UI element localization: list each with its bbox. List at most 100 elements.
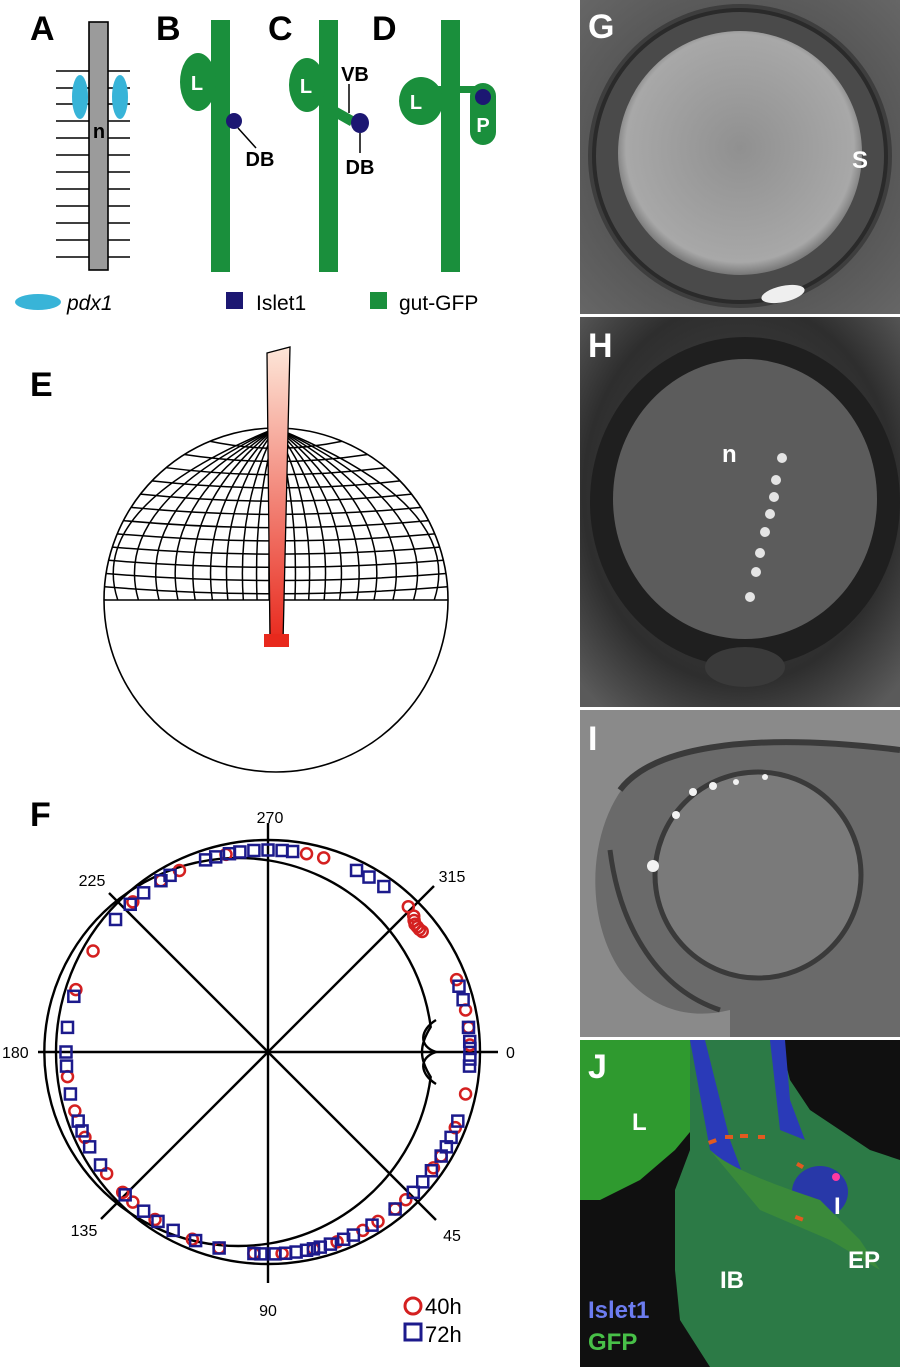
dorsal-bud (226, 113, 242, 129)
tick-315: 315 (439, 869, 466, 886)
photo-h-label-n: n (722, 441, 737, 468)
panel-label-d: D (372, 10, 397, 48)
point-72h-38 (254, 1247, 268, 1261)
point-72h-24 (424, 1163, 439, 1178)
point-72h-54 (67, 989, 81, 1004)
pdx1-domain-left (72, 75, 88, 119)
liver-label: L (191, 73, 203, 95)
point-72h-57 (136, 886, 151, 900)
photo-panel-j: J L I IB EP Islet1 GFP (580, 1040, 900, 1367)
gut-tube (319, 20, 338, 272)
point-72h-56 (123, 897, 137, 912)
liver-bud (180, 53, 216, 111)
panel-label-f: F (30, 796, 51, 834)
point-40h-3 (316, 851, 331, 865)
dorsal-bud-label: DB (346, 157, 375, 179)
liver-connection (436, 86, 476, 93)
embryo-photo-h: H n (580, 317, 900, 707)
axis-45-225 (108, 892, 437, 1221)
point-72h-15 (461, 1020, 476, 1035)
dorsal-bud-label: DB (246, 149, 275, 171)
polar-legend: 40h 72h (403, 1294, 462, 1347)
point-72h-1 (163, 868, 177, 883)
tick-225: 225 (79, 873, 106, 890)
point-72h-30 (336, 1232, 351, 1247)
injection-site (264, 634, 289, 647)
point-72h-16 (462, 1034, 477, 1049)
notochord-label: n (93, 121, 105, 143)
liver-label: L (300, 76, 312, 98)
tick-45: 45 (443, 1228, 461, 1245)
point-72h-27 (388, 1202, 402, 1216)
point-72h-29 (346, 1228, 361, 1242)
panel-label-c: C (268, 10, 293, 48)
polar-chart: 270 315 0 45 90 135 180 225 40h 72h (2, 810, 515, 1347)
axis-135-315 (100, 885, 435, 1220)
point-40h-37 (86, 944, 100, 958)
gut-tube (441, 20, 460, 272)
panel-a-notochord-diagram: n (56, 21, 130, 271)
point-40h-28 (185, 1232, 200, 1247)
pancreas-label: P (476, 115, 489, 137)
photo-panel-h: H n (580, 317, 900, 707)
point-72h-10 (349, 863, 364, 878)
embryo-photo-i: I (580, 710, 900, 1037)
point-72h-47 (82, 1140, 97, 1154)
point-72h-43 (151, 1214, 165, 1229)
point-72h-23 (434, 1149, 448, 1163)
pdx1-legend-label: pdx1 (66, 292, 113, 315)
point-72h-19 (462, 1059, 477, 1073)
point-72h-45 (118, 1188, 132, 1202)
point-72h-53 (60, 1020, 75, 1035)
ventral-bud-label: VB (341, 64, 369, 86)
panel-label-j: J (588, 1048, 607, 1086)
panel-c-diagram: L VB DB (289, 20, 374, 272)
photo-j-legend-gfp: GFP (588, 1329, 637, 1356)
point-72h-51 (59, 1059, 74, 1073)
dorsal-bud (351, 113, 369, 133)
point-72h-7 (261, 843, 275, 857)
point-72h-37 (268, 1247, 282, 1261)
tick-0: 0 (506, 1045, 515, 1062)
panel-d-diagram: L P (399, 20, 496, 272)
point-72h-50 (63, 1087, 78, 1101)
legend-40h-label: 40h (425, 1294, 462, 1319)
photo-panel-i: I (580, 710, 900, 1037)
legend-72h-label: 72h (425, 1322, 462, 1347)
point-72h-12 (377, 879, 391, 894)
point-40h-26 (247, 1246, 261, 1261)
panel-label-a: A (30, 10, 55, 48)
panel-label-h: H (588, 327, 613, 365)
point-72h-46 (93, 1158, 108, 1172)
notochord (88, 21, 109, 271)
legend-40h-marker (403, 1296, 423, 1316)
gut-tube (211, 20, 230, 272)
islet (475, 89, 491, 105)
point-72h-5 (233, 845, 247, 859)
photo-j-label-i: I (834, 1193, 841, 1220)
point-40h-20 (388, 1202, 402, 1216)
point-40h-18 (426, 1161, 441, 1175)
point-72h-11 (362, 870, 376, 884)
point-72h-25 (415, 1175, 430, 1189)
islet1-legend-label: Islet1 (256, 292, 306, 315)
tick-180: 180 (2, 1045, 29, 1062)
liver (399, 77, 443, 125)
data-points (59, 843, 477, 1261)
point-72h-52 (59, 1045, 73, 1059)
point-72h-9 (285, 844, 300, 859)
schematic-legend: pdx1 Islet1 gut-GFP (15, 292, 478, 315)
photo-g-label-s: S (852, 147, 868, 174)
polar-axes (38, 823, 498, 1283)
tick-270: 270 (257, 810, 284, 827)
point-72h-40 (212, 1241, 226, 1255)
point-72h-41 (188, 1233, 203, 1248)
point-72h-32 (313, 1240, 328, 1254)
point-40h-30 (126, 1195, 140, 1209)
panel-label-e: E (30, 366, 53, 404)
point-40h-25 (275, 1246, 289, 1261)
point-72h-33 (306, 1242, 321, 1256)
point-40h-15 (458, 1087, 473, 1101)
point-72h-28 (365, 1218, 379, 1232)
point-40h-14 (463, 1038, 477, 1052)
